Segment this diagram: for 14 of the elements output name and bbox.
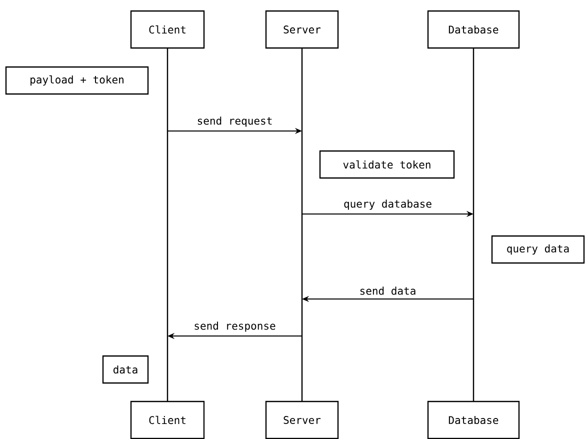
note-box: validate token <box>319 150 455 179</box>
note-box: data <box>102 355 149 384</box>
edge-label: send data <box>358 286 418 296</box>
participant-box: Server <box>265 400 339 439</box>
edge-label: send request <box>196 116 274 128</box>
participant-box: Database <box>427 10 520 49</box>
edge-label: query database <box>342 198 433 211</box>
edge-label: send response <box>192 320 277 333</box>
participant-box: Server <box>265 10 339 49</box>
participant-box: Client <box>130 400 205 439</box>
participant-box: Client <box>130 10 205 49</box>
note-box: query data <box>491 235 585 264</box>
participant-box: Database <box>427 400 520 439</box>
note-box: payload + token <box>5 66 149 95</box>
